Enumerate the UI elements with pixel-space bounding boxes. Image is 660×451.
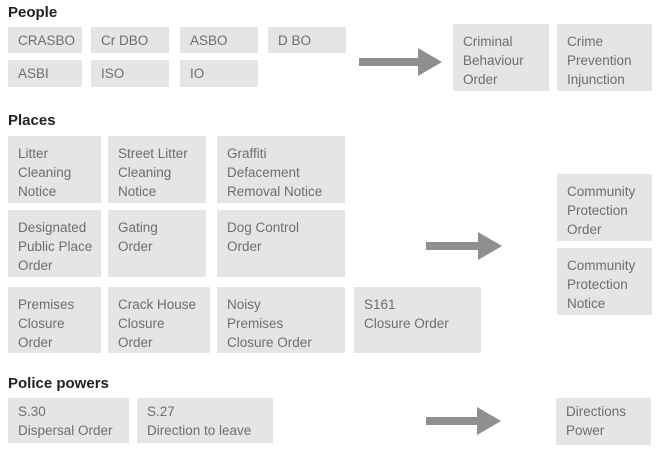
arrow-icon — [426, 407, 501, 435]
section-heading-people: People — [8, 4, 58, 21]
box-designated-public-place-order: Designated Public Place Order — [8, 210, 101, 277]
box-crack-house-closure-order: Crack House Closure Order — [108, 287, 210, 353]
arrow-icon — [426, 232, 502, 260]
arrow-head — [418, 48, 442, 76]
box-premises-closure-order: Premises Closure Order — [8, 287, 101, 353]
arrow-icon — [359, 48, 442, 76]
arrow-head — [478, 232, 502, 260]
box-asbi: ASBI — [8, 60, 82, 87]
box-graffiti-defacement-removal-notice: Graffiti Defacement Removal Notice — [217, 136, 345, 203]
box-dog-control-order: Dog Control Order — [217, 210, 345, 277]
box-io: IO — [180, 60, 258, 87]
arrow-shaft — [426, 417, 477, 425]
box-d-bo: D BO — [268, 27, 346, 53]
box-s30-dispersal-order: S.30 Dispersal Order — [8, 398, 129, 443]
arrow-head — [477, 407, 501, 435]
box-asbo: ASBO — [180, 27, 258, 53]
box-crasbo: CRASBO — [8, 27, 82, 53]
box-street-litter-cleaning-notice: Street Litter Cleaning Notice — [108, 136, 206, 203]
arrow-shaft — [426, 242, 478, 250]
arrow-shaft — [359, 58, 418, 66]
box-directions-power: Directions Power — [556, 398, 651, 445]
box-criminal-behaviour-order: Criminal Behaviour Order — [453, 24, 549, 91]
box-s161-closure-order: S161 Closure Order — [354, 287, 481, 353]
section-heading-places: Places — [8, 112, 56, 129]
box-iso: ISO — [91, 60, 169, 87]
box-noisy-premises-closure-order: Noisy Premises Closure Order — [217, 287, 345, 353]
box-gating-order: Gating Order — [108, 210, 206, 277]
section-heading-police-powers: Police powers — [8, 375, 109, 392]
box-s27-direction-to-leave: S.27 Direction to leave — [137, 398, 273, 443]
box-community-protection-notice: Community Protection Notice — [557, 248, 652, 315]
box-cr-dbo: Cr DBO — [91, 27, 169, 53]
box-community-protection-order: Community Protection Order — [557, 174, 652, 241]
box-crime-prevention-injunction: Crime Prevention Injunction — [557, 24, 652, 91]
box-litter-cleaning-notice: Litter Cleaning Notice — [8, 136, 101, 203]
